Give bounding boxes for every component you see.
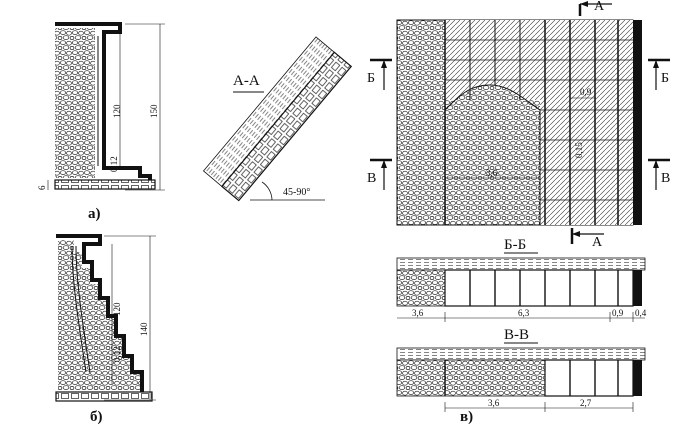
stone-fill-a — [55, 28, 95, 178]
section-mark-v-left: В — [367, 171, 377, 186]
dim-bb-3-6: 3,6 — [412, 308, 424, 318]
dim-bb-0-4: 0,4 — [635, 308, 647, 318]
section-mark-b-left: Б — [367, 71, 376, 86]
section-title-bb: Б-Б — [504, 237, 527, 253]
dim-bb-6-3: 6,3 — [518, 308, 530, 318]
figure-label-b: б) — [90, 409, 103, 425]
section-aa-drawing — [202, 36, 353, 202]
dim-b-step: 0,12 — [112, 346, 122, 362]
dim-vv-3-6: 3,6 — [488, 398, 500, 408]
section-title-vv: В-В — [504, 327, 530, 343]
dim-a-150: 150 — [149, 104, 159, 119]
dim-b-140: 140 — [139, 322, 149, 337]
inclined-cell-layer — [221, 51, 353, 202]
section-mark-a-top: А — [594, 0, 605, 14]
stone-fill-b — [58, 240, 140, 390]
figure-a-drawing — [47, 22, 165, 191]
dim-vv-2-7: 2,7 — [580, 398, 592, 408]
stepped-wall-profile-b — [56, 234, 144, 392]
dim-bb-0-9: 0,9 — [612, 308, 624, 318]
foundation-blocks-a — [54, 179, 156, 190]
dim-a-step: 0,12 — [109, 156, 119, 172]
section-mark-a-bottom: А — [592, 235, 603, 250]
dim-plan-0-9: 0,9 — [580, 87, 592, 97]
plan-arched-stone — [444, 84, 541, 226]
section-mark-b-right: Б — [661, 71, 670, 86]
section-bb-drawing — [396, 252, 646, 322]
figure-b-drawing — [55, 234, 156, 402]
figure-label-a: а) — [88, 206, 101, 222]
section-title-aa: А-А — [233, 73, 260, 89]
dim-plan-0-15: 0,15 — [574, 142, 584, 158]
angle-label: 45-90° — [283, 187, 311, 198]
angle-arc — [261, 181, 273, 201]
plan-right-wall — [633, 20, 642, 225]
dim-b-120: 120 — [112, 302, 122, 317]
wall-profile-a — [55, 22, 152, 188]
figure-v-plan — [370, 1, 670, 244]
dim-a-base: 6 — [37, 185, 47, 191]
figure-label-v: в) — [460, 409, 474, 425]
section-mark-v-right: В — [661, 171, 671, 186]
foundation-blocks-b — [55, 391, 153, 402]
dim-a-120: 120 — [112, 104, 122, 119]
section-vv-drawing — [396, 342, 646, 412]
dim-plan-3-6: 3,6 — [486, 168, 498, 178]
